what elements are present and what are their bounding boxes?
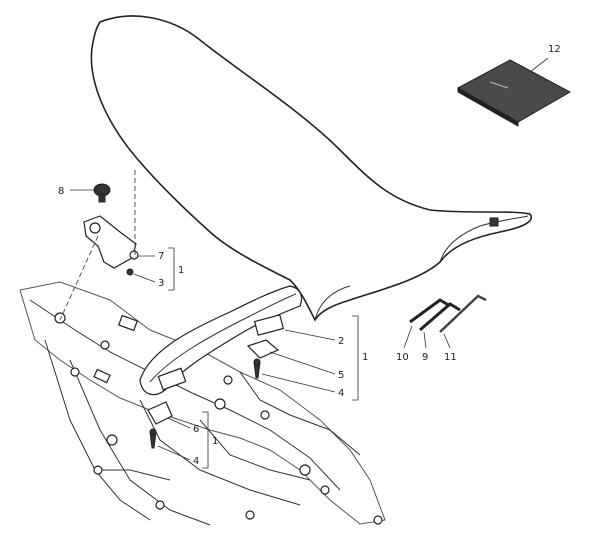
- callout-2: 2: [338, 336, 344, 347]
- callout-7: 7: [158, 251, 164, 262]
- callout-4-handle: 4: [338, 388, 344, 399]
- hex-key-9: [419, 302, 461, 332]
- grab-handle: [139, 285, 303, 396]
- callout-1-left: 1: [212, 436, 218, 447]
- spacer-pad-left: [147, 401, 173, 425]
- seat-bracket: [83, 215, 139, 276]
- owner-manual: [456, 59, 572, 127]
- screw-left: [149, 428, 157, 449]
- motorcycle-frame: [19, 281, 386, 526]
- callout-1-seat-bracket: 1: [178, 265, 184, 276]
- callout-5: 5: [338, 370, 344, 381]
- screw-right: [253, 358, 261, 379]
- seat: [90, 15, 533, 322]
- hex-key-11: [439, 294, 487, 333]
- callout-4-left: 4: [193, 456, 199, 467]
- callout-6: 6: [193, 424, 199, 435]
- knob: [93, 183, 111, 203]
- callout-1-handle: 1: [362, 352, 368, 363]
- callout-8: 8: [58, 186, 64, 197]
- callout-9: 9: [422, 352, 428, 363]
- callout-10: 10: [396, 352, 409, 363]
- hex-key-10: [409, 298, 451, 324]
- spacer-pad-right: [246, 339, 280, 359]
- callout-12: 12: [548, 44, 561, 55]
- callout-3: 3: [158, 278, 164, 289]
- callout-11: 11: [444, 352, 457, 363]
